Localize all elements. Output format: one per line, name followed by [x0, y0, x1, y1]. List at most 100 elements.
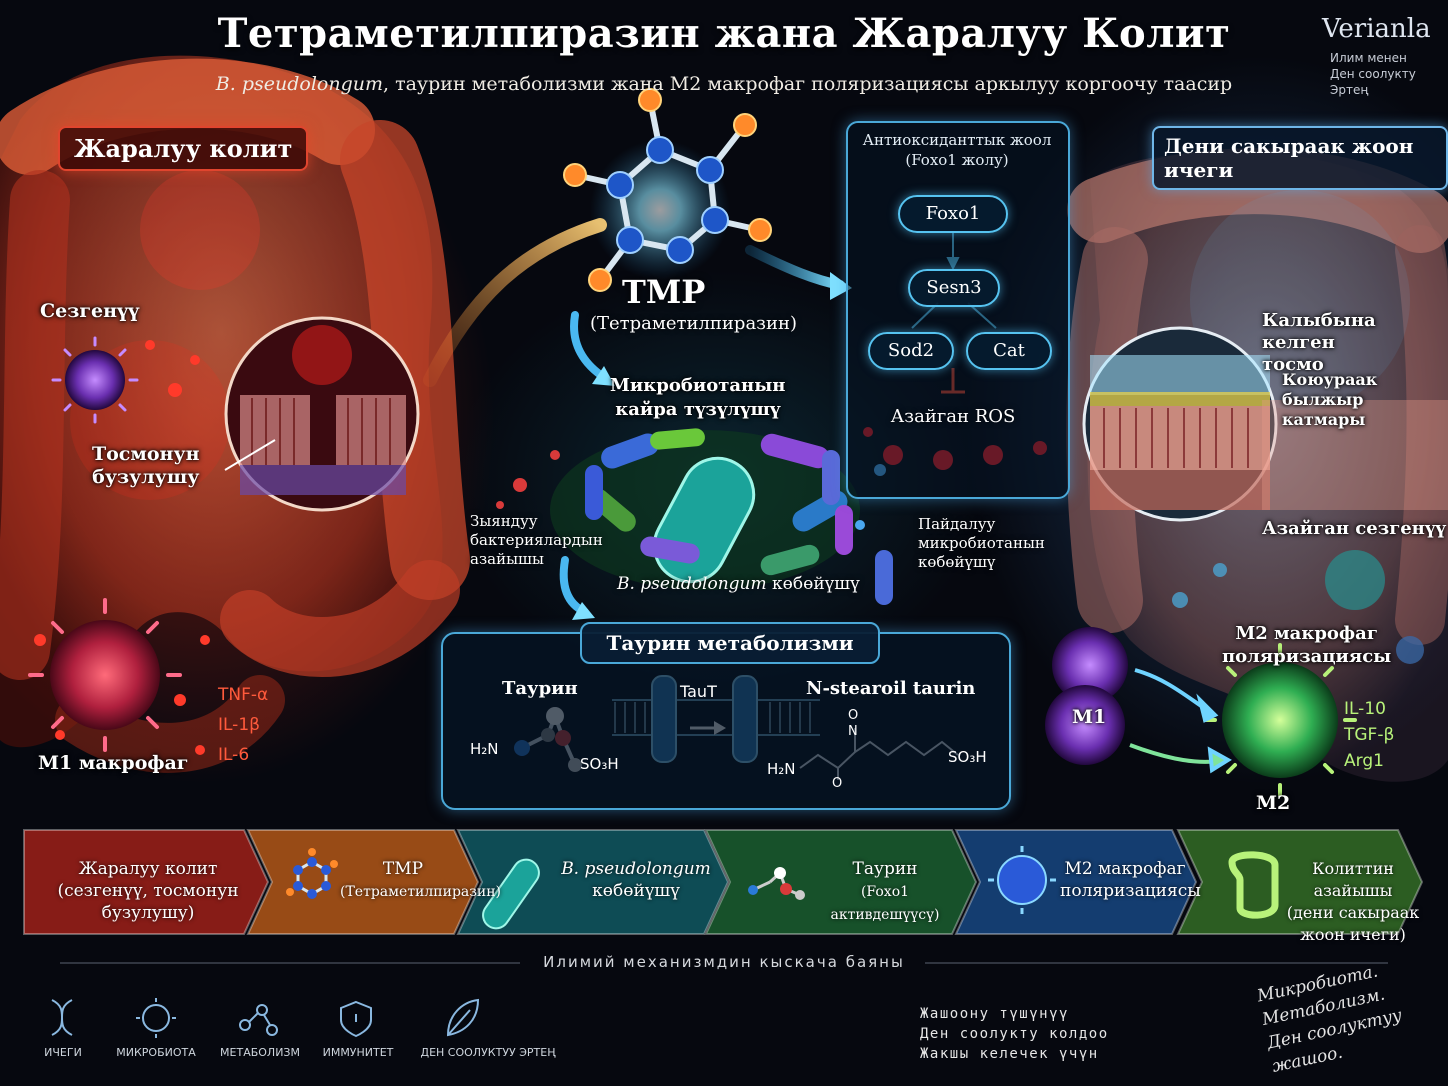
- product-oxygen-bottom: O: [832, 776, 843, 791]
- footer-label-microbiota: МИКРОБИОТА: [116, 1046, 196, 1059]
- bpseudolongum-growth-text: көбөйүшү: [766, 574, 860, 594]
- harmful-line: бактериялардын: [470, 531, 603, 549]
- brand-tagline-line: Илим менен: [1330, 51, 1407, 65]
- m2-label: M2: [1256, 792, 1291, 814]
- footer-slogan-line: Жашоону түшүнүү: [920, 1006, 1069, 1022]
- flow-step-title: Таурин: [852, 859, 918, 879]
- taurine-amine: H₂N: [470, 740, 499, 758]
- tmp-to-microbiota-arrow: [570, 311, 615, 386]
- damaged-tissue-magnifier: [224, 316, 420, 512]
- node-cat: Cat: [966, 332, 1052, 370]
- antioxidant-pathway-title: Антиоксиданттык жоол (Foxo1 жолу): [852, 130, 1062, 170]
- flow-icons: [286, 846, 1279, 930]
- flow-step-detail: (Foxo1 активдешүүсү): [830, 884, 940, 923]
- mucus-layer-label: Коюураак былжыр катмары: [1282, 370, 1448, 430]
- beneficial-line: микробиотанын: [918, 534, 1045, 552]
- footer-label-immunity: ИММУНИТЕТ: [322, 1046, 394, 1059]
- flow-chevron-3: [456, 829, 730, 935]
- microbe-icon: [136, 998, 176, 1038]
- m1-label-right: M1: [1072, 706, 1107, 728]
- node-sod2: Sod2: [868, 332, 954, 370]
- m2-polarization-line: поляризациясы: [1222, 646, 1392, 667]
- brand-tagline-line: Эртең: [1330, 83, 1369, 97]
- leaf-icon: [446, 998, 480, 1037]
- harmful-line: Зыяндуу: [470, 512, 538, 530]
- barrier-damage-line: Тосмонун: [92, 443, 200, 465]
- mucus-line: былжыр катмары: [1282, 390, 1366, 429]
- flow-step-5: M2 макрофаг поляризациясы: [1060, 858, 1201, 902]
- product-oxygen-top: O: [848, 708, 859, 723]
- flow-step-title: Колиттин азайышы: [1312, 859, 1394, 900]
- product-nitrogen: N: [848, 724, 858, 739]
- flow-step-detail: (сезгенүү, тосмонун бузулушу): [57, 881, 239, 923]
- inflamed-colon-illustration: [0, 55, 470, 773]
- flow-step-3: B. pseudolongum көбөйүшү: [556, 858, 716, 902]
- inflammatory-cell: [51, 336, 139, 424]
- flow-step-detail: көбөйүшү: [592, 881, 680, 901]
- tmp-to-foxo-arrow: [745, 245, 852, 300]
- flow-step-title: TMP: [382, 859, 424, 879]
- tmp-label: TMP: [622, 273, 706, 311]
- microbiota-restructuring-label: Микробиотанын кайра түзүлүшү: [610, 374, 785, 422]
- flow-step-4: Таурин (Foxo1 активдешүүсү): [810, 858, 960, 926]
- m1-macrophage-label: M1 макрофаг: [38, 752, 189, 774]
- tmp-molecule-illustration: [563, 88, 772, 292]
- m2-macrophage-cell: [1203, 643, 1357, 797]
- flow-chevron-4: [704, 829, 978, 935]
- flow-step-1: Жаралуу колит (сезгенүү, тосмонун бузулу…: [30, 858, 266, 924]
- reduced-inflammation-cells: [1172, 550, 1424, 664]
- reduced-ros-label: Азайган ROS: [890, 406, 1016, 427]
- flow-step-2: TMP (Тетраметилпиразин): [340, 858, 502, 903]
- cytokine-il1b: IL-1β: [218, 715, 260, 735]
- bpseudolongum-growth-label: B. pseudolongum көбөйүшү: [617, 574, 860, 594]
- restored-barrier-label: Калыбына келген тосмо: [1262, 310, 1448, 376]
- antioxidant-title-line: (Foxo1 жолу): [905, 151, 1009, 169]
- n-stearoil-taurine-label: N-stearoil taurin: [806, 678, 976, 699]
- node-foxo1: Foxo1: [898, 195, 1008, 233]
- restored-barrier-line: Калыбына келген: [1262, 310, 1376, 353]
- microbiota-cluster: [496, 428, 893, 605]
- brand-logo: Verianla: [1322, 14, 1431, 44]
- barrier-damage-label: Тосмонун бузулушу: [92, 443, 200, 489]
- node-sesn3: Sesn3: [908, 269, 1000, 307]
- reduced-inflammation-label: Азайган сезгенүү: [1262, 518, 1446, 539]
- cytokine-tgfb: TGF-β: [1344, 725, 1395, 745]
- harmful-bacteria-reduction-label: Зыяндуу бактериялардын азайышы: [470, 512, 603, 569]
- restored-barrier-line: тосмо: [1262, 354, 1324, 375]
- flow-step-6: Колиттин азайышы (дени сакыраак жоон иче…: [1282, 858, 1424, 946]
- bpseudolongum-name: B. pseudolongum: [617, 574, 767, 594]
- product-sulfonic-acid: SO₃H: [948, 748, 987, 766]
- antioxidant-pathway-panel: [846, 121, 1070, 499]
- m1-cell-right: [1045, 627, 1128, 765]
- flow-step-detail: (Тетраметилпиразин): [340, 884, 502, 900]
- footer-label-health: ДЕН СООЛУКТУУ ЭРТЕҢ: [420, 1046, 556, 1059]
- m2-polarization-line: M2 макрофаг: [1235, 623, 1378, 644]
- cytokine-arg1: Arg1: [1344, 751, 1384, 771]
- cytokine-il6: IL-6: [218, 745, 250, 765]
- subtitle-species: B. pseudolongum: [215, 73, 384, 95]
- taurine-label: Таурин: [502, 678, 578, 699]
- taurine-metabolism-panel: [441, 632, 1011, 810]
- antiinflammatory-cytokines: IL-10 TGF-β Arg1: [1344, 696, 1394, 774]
- taurine-sulfonic-acid: SO₃H: [580, 755, 619, 773]
- healthy-colon-label: Дени сакыраак жоон ичеги: [1152, 126, 1448, 190]
- taut-label: TauT: [680, 682, 717, 701]
- inflammation-label: Сезгенүү: [40, 300, 140, 322]
- harmful-line: азайышы: [470, 550, 544, 568]
- footer-slogan-line: Ден соолукту колдоо: [920, 1026, 1109, 1042]
- beneficial-line: көбөйүшү: [918, 553, 996, 571]
- page-title: Тетраметилпиразин жана Жаралуу Колит: [217, 10, 1231, 57]
- microbiota-title-line: кайра түзүлүшү: [615, 399, 781, 420]
- barrier-damage-line: бузулушу: [92, 466, 200, 488]
- microbiota-title-line: Микробиотанын: [610, 375, 786, 396]
- antioxidant-title-line: Антиоксиданттык жоол: [862, 131, 1052, 149]
- beneficial-microbiota-increase-label: Пайдалуу микробиотанын көбөйүшү: [918, 515, 1045, 572]
- product-amine: H₂N: [767, 760, 796, 778]
- beneficial-line: Пайдалуу: [918, 515, 996, 533]
- m1-to-m2-arrows: [1129, 668, 1232, 774]
- page-subtitle: B. pseudolongum, таурин метаболизми жана…: [0, 73, 1448, 95]
- m1-macrophage-cell: [28, 598, 182, 752]
- red-particles: [34, 340, 210, 755]
